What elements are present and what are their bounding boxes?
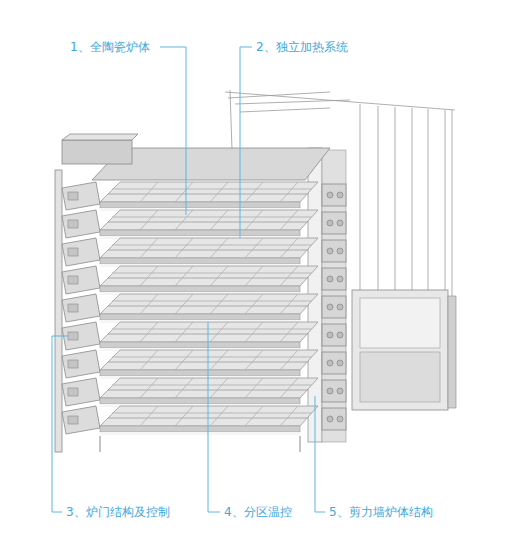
callout-label: 3、炉门结构及控制 xyxy=(66,505,170,519)
callout-label: 2、独立加热系统 xyxy=(256,40,348,54)
callout-label: 5、剪力墙炉体结构 xyxy=(329,505,433,519)
callout-label: 1、全陶瓷炉体 xyxy=(70,40,150,54)
callout-label: 4、分区温控 xyxy=(224,505,292,519)
